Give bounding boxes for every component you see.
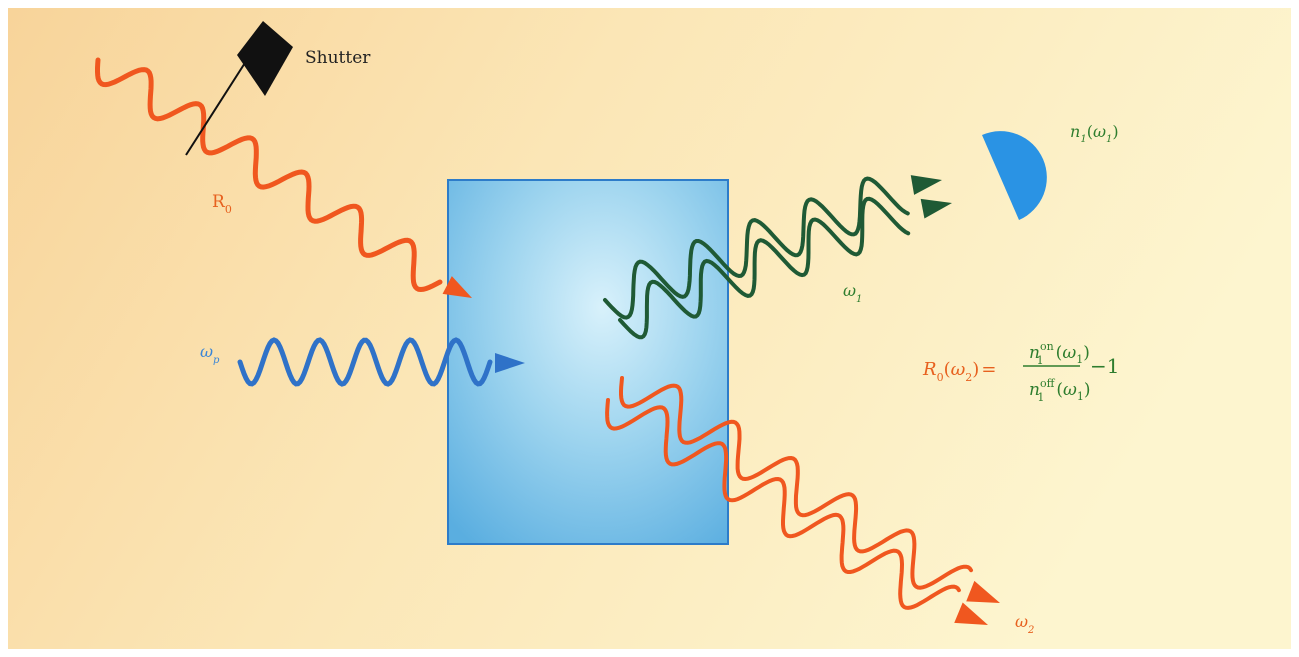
w2-label: ω2 — [1015, 612, 1034, 636]
r0-beam-arrowhead — [442, 276, 472, 298]
wp-label: ωp — [200, 342, 220, 366]
formula-minus-one: −1 — [1090, 354, 1119, 378]
w2-beam-upper-arrowhead — [966, 580, 1000, 603]
w1-beam-upper-arrowhead — [910, 175, 942, 195]
wp-beam — [237, 337, 493, 387]
r0-label: R0 — [212, 192, 232, 216]
w1-beam-lower-arrowhead — [920, 198, 952, 219]
w2-beam-upper — [619, 376, 973, 590]
w1-label: ω1 — [843, 281, 862, 305]
shutter-icon — [185, 21, 293, 156]
w1-beam-upper — [603, 176, 910, 320]
wp-beam-arrowhead — [495, 353, 525, 373]
w1-beam-lower — [618, 196, 911, 340]
shutter-label: Shutter — [305, 48, 371, 68]
formula-lhs: R0(ω2)= — [922, 359, 996, 384]
w2-beam-lower — [605, 398, 961, 610]
crystal-icon — [447, 179, 729, 545]
r0-beam — [95, 57, 443, 293]
detector-label: n1(ω1) — [1070, 122, 1119, 145]
w2-beam-lower-arrowhead — [954, 602, 988, 625]
detector-icon — [982, 131, 1047, 220]
